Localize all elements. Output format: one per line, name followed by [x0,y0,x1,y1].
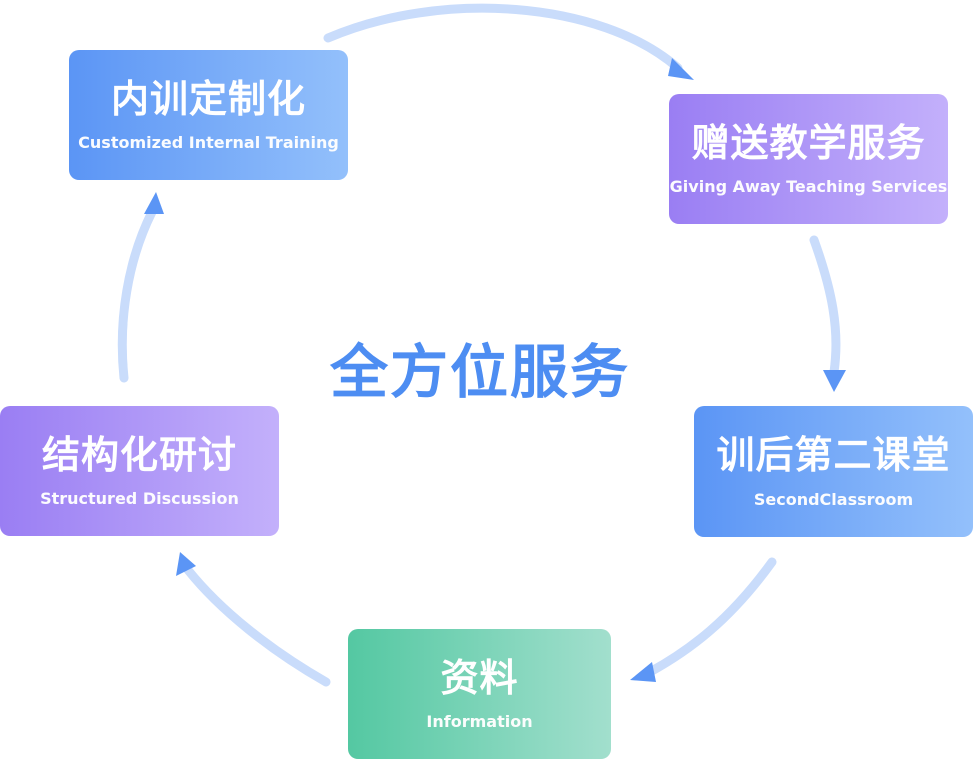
node-title-en: SecondClassroom [753,489,914,509]
arc-left [117,207,157,383]
arc-right [809,235,841,377]
node-customized-internal-training: 内训定制化 Customized Internal Training [69,50,348,180]
node-teaching-services: 赠送教学服务 Giving Away Teaching Services [669,94,948,224]
arrow-head-top [668,58,694,80]
center-title: 全方位服务 [330,338,631,406]
node-title-zh: 内训定制化 [110,76,306,121]
node-title-en: Giving Away Teaching Services [669,177,948,197]
arrow-head-bottom-left [176,552,196,576]
arrow-head-left [144,192,164,214]
node-title-en: Structured Discussion [40,489,239,509]
arc-bottom-left [183,565,331,687]
node-title-en: Information [426,712,533,732]
node-title-zh: 结构化研讨 [41,432,237,477]
node-title-en: Customized Internal Training [78,133,339,153]
arrow-head-bottom-right [630,662,656,682]
node-information: 资料 Information [348,629,611,759]
node-title-zh: 训后第二课堂 [716,433,951,478]
node-title-zh: 资料 [440,655,519,700]
node-second-classroom: 训后第二课堂 SecondClassroom [694,406,973,537]
node-structured-discussion: 结构化研讨 Structured Discussion [0,406,279,536]
arc-top [323,3,683,73]
arc-bottom-right [645,557,777,677]
node-title-zh: 赠送教学服务 [691,120,926,165]
arrow-head-right [823,370,846,392]
